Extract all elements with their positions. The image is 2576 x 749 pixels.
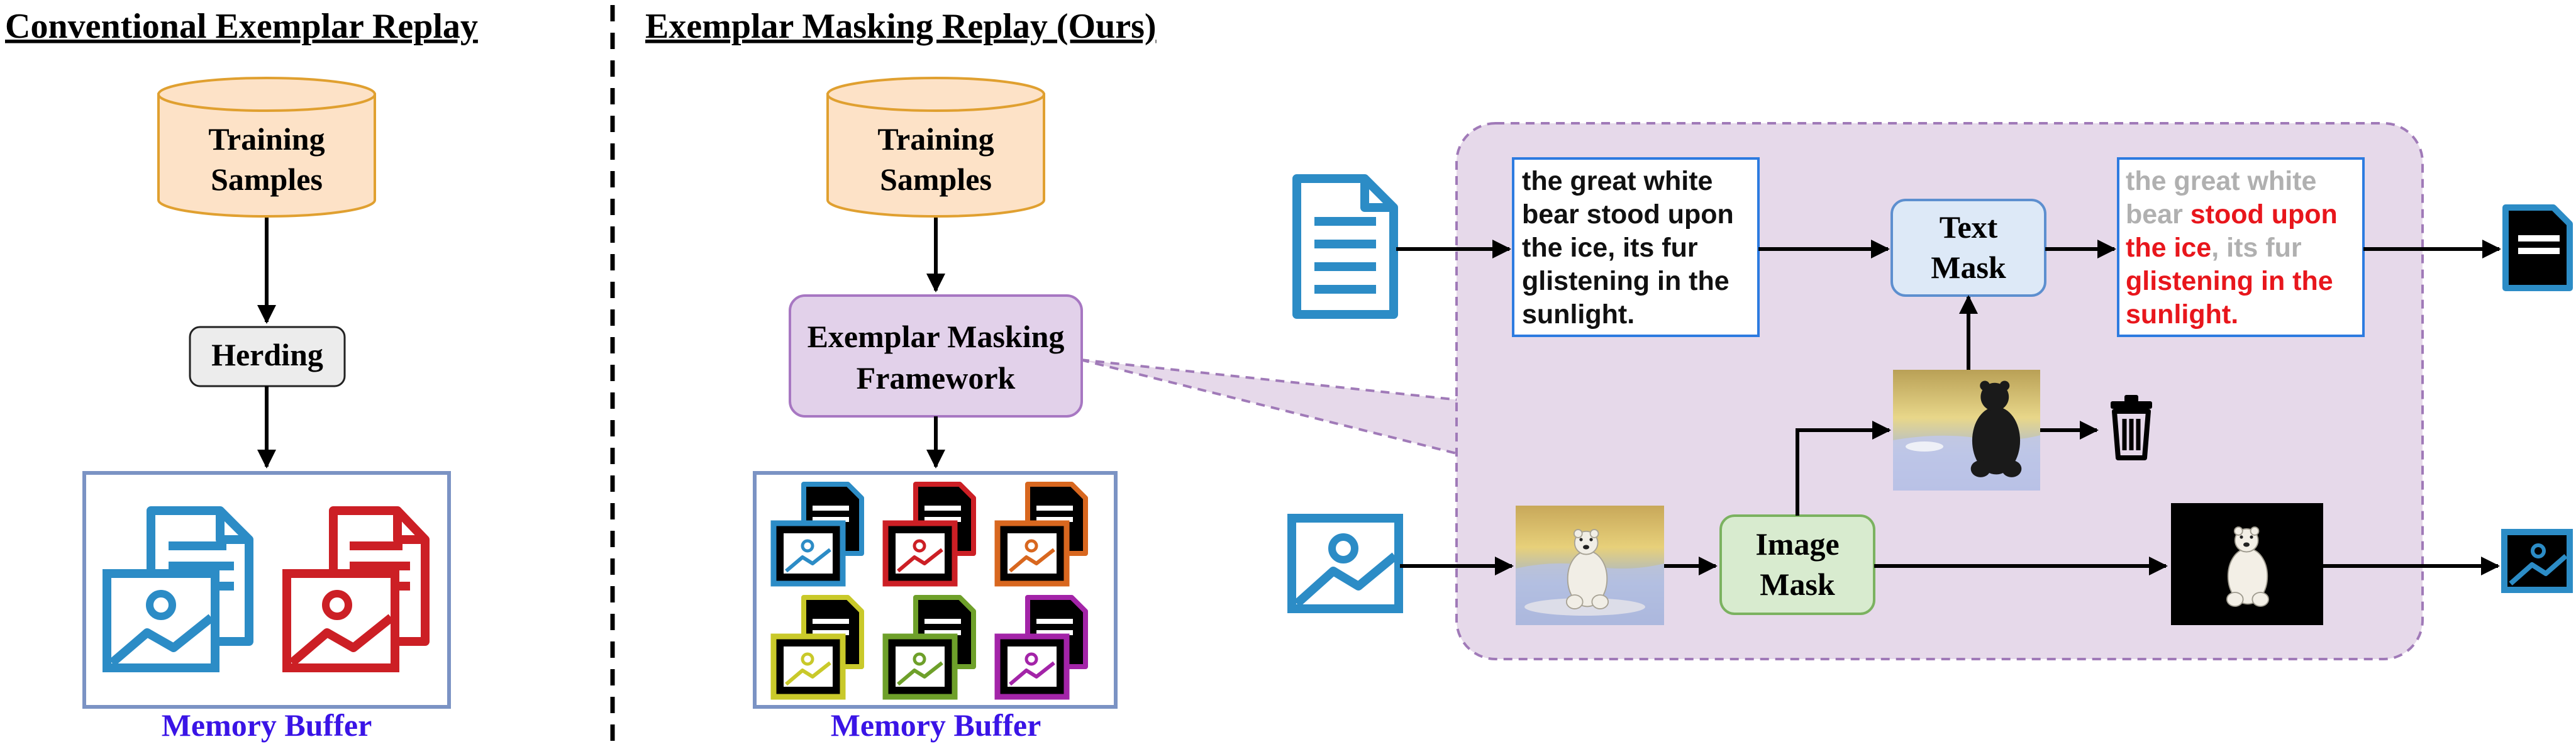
- kept-text-segment: sunlight.: [2126, 299, 2238, 330]
- caption-line: sunlight.: [1522, 299, 1635, 330]
- left-db-line1: Training: [208, 121, 325, 157]
- left-db-line2: Samples: [211, 162, 323, 197]
- masked-exemplar-thumbnail: [994, 482, 1088, 587]
- trash-icon: [2111, 395, 2152, 460]
- masked-text-segment: the great white: [2126, 166, 2316, 196]
- background-photo: [1893, 370, 2040, 491]
- caption-line: bear stood upon: [1522, 199, 1734, 230]
- caption-line: the great white: [1522, 166, 1713, 196]
- masked-text-segment: bear: [2126, 199, 2190, 230]
- herding-box: Herding: [189, 326, 346, 387]
- framework-line1: Exemplar Masking: [808, 319, 1065, 354]
- left-title: Conventional Exemplar Replay: [5, 7, 478, 46]
- kept-text-segment: the ice: [2126, 233, 2211, 263]
- masked-image-icon: [2501, 529, 2573, 593]
- right-db-line1: Training: [877, 121, 994, 157]
- left-memory-label: Memory Buffer: [162, 707, 372, 743]
- right-training-samples-db: Training Samples: [826, 77, 1045, 218]
- right-memory-buffer: [753, 471, 1118, 709]
- caption-line: glistening in the: [1522, 266, 1729, 296]
- kept-text-segment: stood upon: [2190, 199, 2338, 230]
- arrow-imagemask-to-background: [1796, 421, 1891, 516]
- caption-line: the ice, its fur: [1522, 233, 1698, 263]
- image-mask-line2: Mask: [1760, 567, 1835, 602]
- masked-image-photo: [2171, 503, 2323, 625]
- image-icon: [1287, 514, 1403, 613]
- right-memory-label: Memory Buffer: [831, 707, 1041, 743]
- masked-exemplar-grid: [770, 482, 1088, 700]
- text-mask-box: Text Mask: [1890, 199, 2046, 297]
- masked-exemplar-thumbnail: [770, 595, 864, 700]
- red-image-icon: [282, 569, 399, 672]
- masked-document-icon: [2502, 204, 2573, 291]
- text-mask-line2: Mask: [1931, 250, 2006, 285]
- image-mask-box: Image Mask: [1719, 514, 1875, 615]
- left-memory-buffer: [82, 471, 451, 709]
- right-db-line2: Samples: [880, 162, 992, 197]
- masked-exemplar-thumbnail: [882, 482, 976, 587]
- callout-line-top: [1080, 358, 1460, 401]
- right-title: Exemplar Masking Replay (Ours): [645, 7, 1157, 46]
- blue-image-icon: [103, 569, 219, 672]
- herding-label: Herding: [211, 337, 323, 372]
- masked-text-segment: , its fur: [2211, 233, 2302, 263]
- masked-exemplar-thumbnail: [882, 595, 976, 700]
- callout-line-bottom: [1080, 358, 1460, 455]
- text-mask-line1: Text: [1940, 209, 1998, 245]
- left-training-samples-db: Training Samples: [157, 77, 376, 218]
- exemplar-masking-framework-box: Exemplar Masking Framework: [789, 294, 1083, 418]
- framework-line2: Framework: [857, 360, 1016, 396]
- callout-wedge: [1080, 360, 1459, 454]
- document-icon: [1292, 174, 1398, 319]
- polar-bear-photo: [1516, 506, 1664, 625]
- image-mask-line1: Image: [1755, 526, 1839, 562]
- masked-exemplar-thumbnail: [770, 482, 864, 587]
- kept-text-segment: glistening in the: [2126, 266, 2333, 296]
- masked-exemplar-thumbnail: [994, 595, 1088, 700]
